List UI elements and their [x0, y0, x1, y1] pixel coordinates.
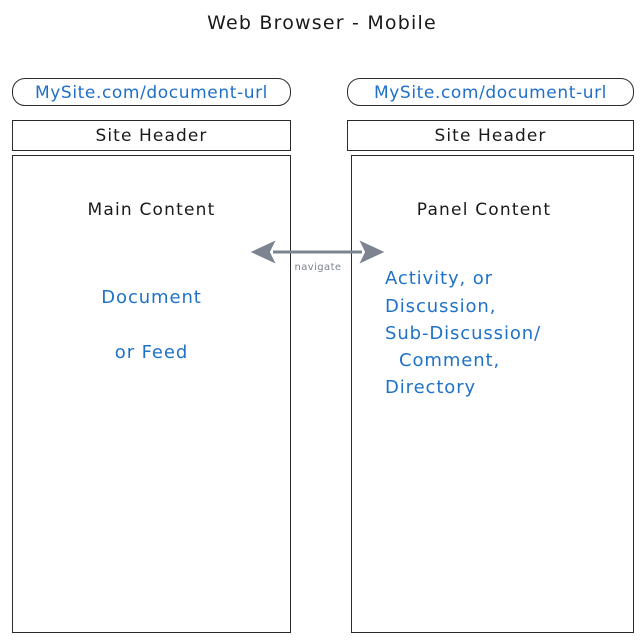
- panel-content-line-2: Sub-Discussion/: [385, 323, 542, 344]
- panel-content-viewport[interactable]: [351, 155, 635, 634]
- main-content-line-1: or Feed: [114, 342, 189, 363]
- site-header-left: Site Header: [12, 120, 292, 152]
- url-bar-left[interactable]: MySite.com/document-url: [12, 78, 292, 107]
- panel-content-line-0: Activity, or: [385, 268, 493, 289]
- navigate-label: navigate: [294, 262, 342, 273]
- panel-content-line-1: Discussion,: [385, 296, 497, 317]
- url-bar-left-text[interactable]: MySite.com/document-url: [35, 83, 268, 103]
- page-title: Web Browser - Mobile: [207, 12, 437, 34]
- site-header-right: Site Header: [347, 120, 635, 152]
- site-header-left-label: Site Header: [95, 126, 208, 146]
- panel-content-heading: Panel Content: [416, 200, 552, 220]
- main-content-line-0: Document: [101, 287, 202, 308]
- site-header-right-label: Site Header: [434, 126, 547, 146]
- main-content-heading: Main Content: [87, 200, 216, 220]
- main-content-viewport[interactable]: [12, 155, 292, 634]
- url-bar-right[interactable]: MySite.com/document-url: [347, 78, 635, 107]
- panel-content-line-4: Directory: [385, 377, 477, 398]
- url-bar-right-text[interactable]: MySite.com/document-url: [374, 83, 607, 103]
- panel-content-line-3: Comment,: [399, 350, 501, 371]
